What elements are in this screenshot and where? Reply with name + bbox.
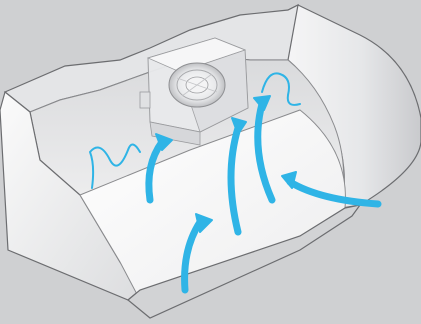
blower-bracket <box>139 91 151 109</box>
airflow-arrow-left-head <box>155 133 173 151</box>
airflow-arrow-center <box>227 124 242 236</box>
airflow-wave-left <box>89 143 141 189</box>
airflow-arrows <box>89 72 382 294</box>
airflow-arrow-right-mid <box>254 100 276 204</box>
blower-housing <box>139 37 249 146</box>
airflow-wave-top <box>261 72 301 106</box>
blower-mount <box>149 121 201 146</box>
airflow-arrow-center-head <box>231 117 247 135</box>
airflow-arrow-left <box>145 138 166 204</box>
airflow-arrow-right <box>286 178 382 208</box>
airflow-arrow-right-mid-head <box>253 95 271 111</box>
airflow-arrow-right-head <box>281 171 297 189</box>
airflow-arrow-bottom-left <box>181 218 204 294</box>
fan-wheel <box>168 62 226 108</box>
airflow-arrow-bottom-left-head <box>195 213 213 233</box>
